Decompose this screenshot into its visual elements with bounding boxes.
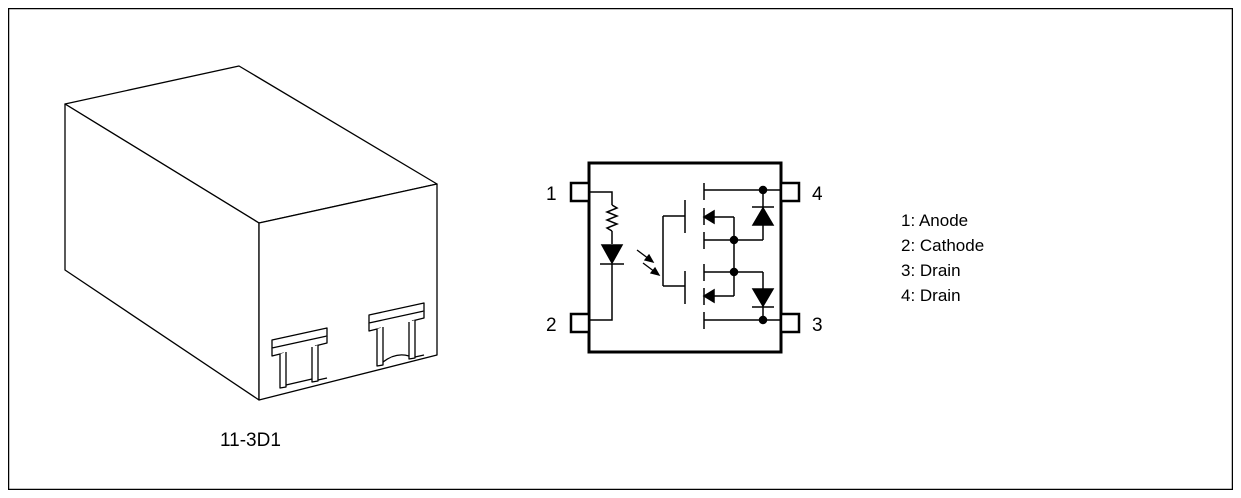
package-3d-drawing [64,65,438,401]
package-lead-right [368,302,425,367]
pin-legend-2: 2: Cathode [901,236,984,255]
mosfet-lower [684,240,781,329]
package-name-label: 11-3D1 [220,430,281,451]
pin-4-pad [779,181,801,203]
pin-1-number: 1 [546,184,557,205]
pin-legend-3: 3: Drain [901,261,961,280]
ic-body [587,161,783,354]
pin-legend: 1: Anode 2: Cathode 3: Drain 4: Drain [901,211,984,305]
body-diode-upper [751,206,775,226]
pin-3-pad [779,312,801,334]
pin-4-number: 4 [812,184,823,205]
led-input-circuit [589,191,661,321]
resistor-zigzag [604,204,620,232]
body-diode-lower [751,288,775,308]
led-diode-symbol [600,244,624,265]
pin-2-number: 2 [546,315,557,336]
mosfet-upper [684,183,781,249]
diagram-canvas: 11-3D1 [8,8,1233,490]
package-lead-left [271,327,328,389]
pin-2-pad [569,312,591,334]
package-front-face [258,183,438,401]
pin-legend-4: 4: Drain [901,286,961,305]
pin-1-pad [569,181,591,203]
pin-3-number: 3 [812,315,823,336]
pin-legend-1: 1: Anode [901,211,968,230]
led-light-arrows [636,249,661,277]
schematic [569,161,801,354]
